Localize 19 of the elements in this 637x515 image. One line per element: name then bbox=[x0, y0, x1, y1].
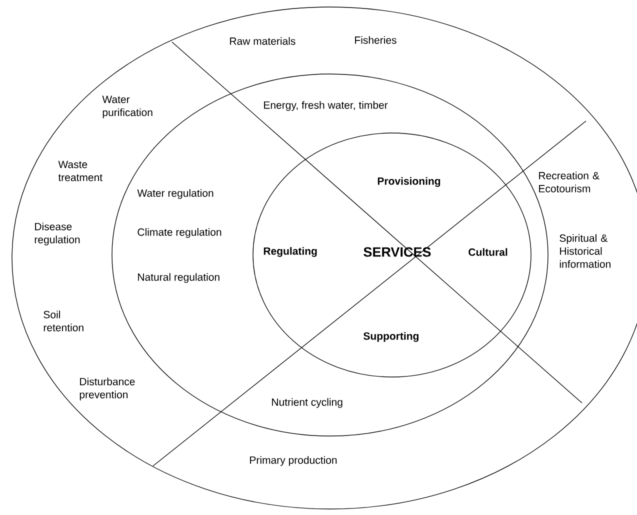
category-label: Supporting bbox=[364, 332, 418, 342]
service-label: Soil retention bbox=[44, 310, 84, 332]
category-label: Provisioning bbox=[378, 177, 440, 187]
service-label: Raw materials bbox=[230, 37, 296, 45]
service-label: Natural regulation bbox=[138, 273, 220, 283]
service-label: Spiritual & Historical information bbox=[560, 234, 610, 268]
service-label: Fisheries bbox=[355, 36, 396, 44]
service-label: Water regulation bbox=[137, 189, 214, 199]
category-label: Cultural bbox=[468, 248, 508, 256]
service-label: Primary production bbox=[250, 456, 337, 466]
category-label: Regulating bbox=[264, 247, 317, 257]
service-label: Climate regulation bbox=[138, 228, 222, 238]
service-label: Disturbance prevention bbox=[80, 378, 135, 400]
service-label: Waste treatment bbox=[58, 160, 102, 182]
service-label: Recreation & Ecotourism bbox=[539, 172, 600, 192]
service-label: Energy, fresh water, timber bbox=[264, 101, 388, 111]
service-label: Disease regulation bbox=[34, 222, 80, 246]
service-label: Water purification bbox=[102, 96, 152, 118]
service-label: Nutrient cycling bbox=[272, 398, 342, 408]
